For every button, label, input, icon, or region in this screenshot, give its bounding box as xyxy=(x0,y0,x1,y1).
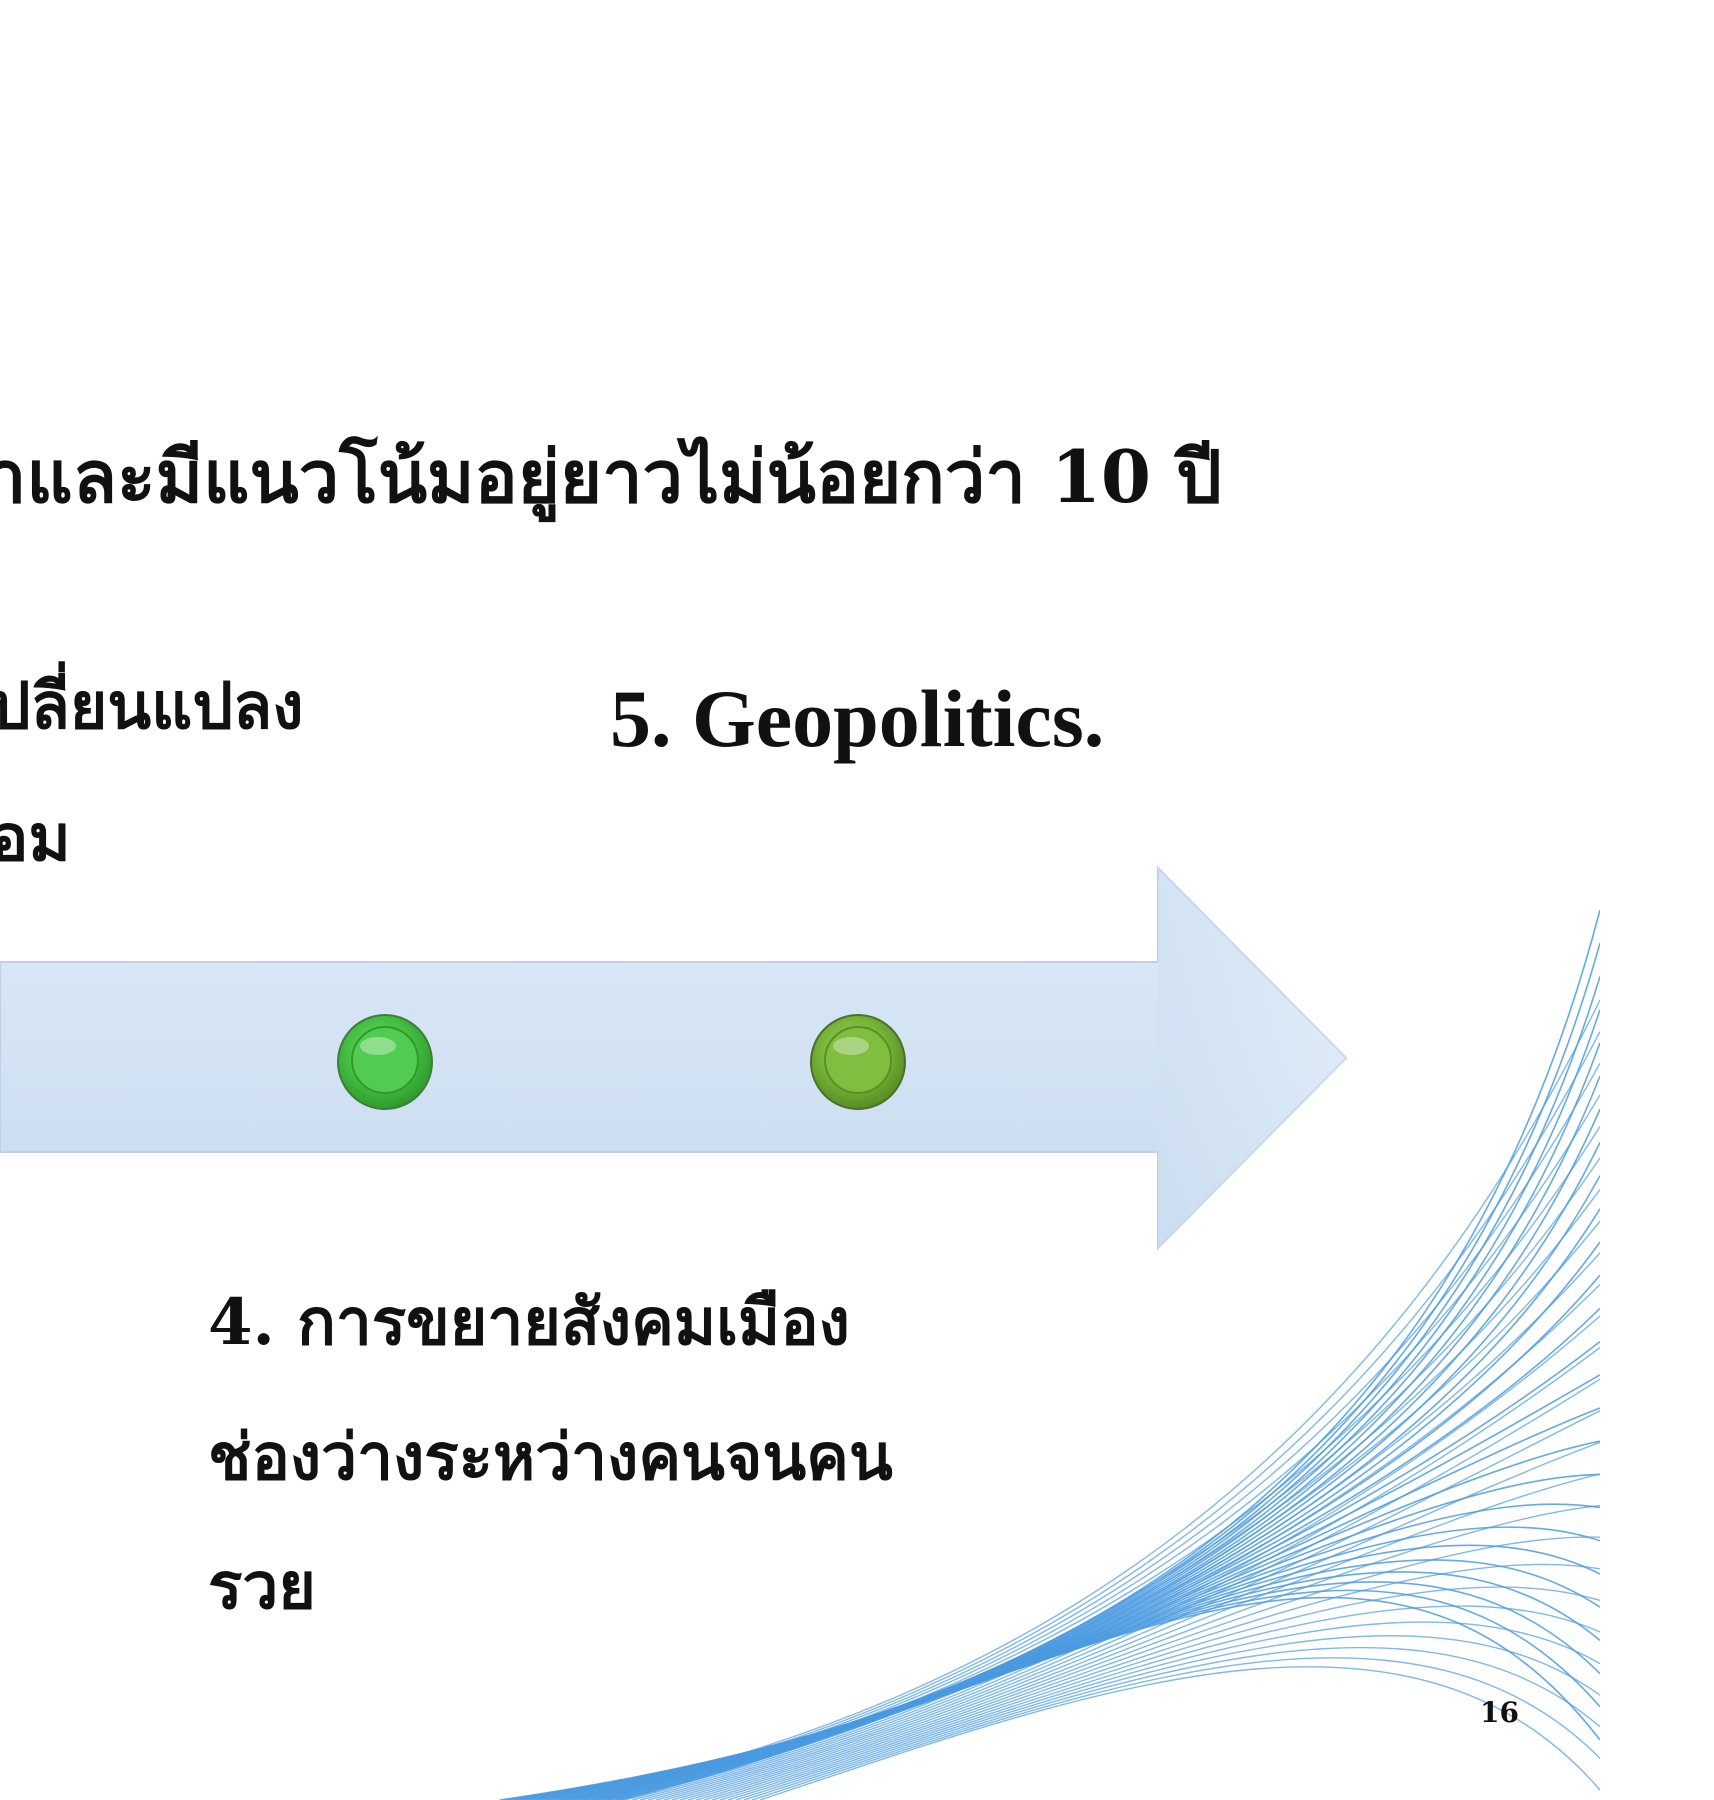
wave-line xyxy=(679,1473,1600,1800)
wave-line xyxy=(695,1536,1600,1800)
item-4-line-1: 4. การขยายสังคมเมือง xyxy=(208,1285,850,1360)
milestone-dot-1 xyxy=(337,1014,433,1110)
wave-line xyxy=(559,999,1600,1800)
wave-line xyxy=(687,1504,1600,1800)
wave-line xyxy=(759,1666,1600,1800)
item-3-line-2: ้อม xyxy=(0,801,71,876)
item-3-line-1: ปลี่ยนแปลง xyxy=(0,669,304,744)
arrow-shape xyxy=(0,865,1348,1251)
milestone-dot-2 xyxy=(810,1014,906,1110)
item-4-line-2: ช่องว่างระหว่างคนจนคน xyxy=(208,1420,893,1495)
slide-heading: าและมีแนวโน้มอยู่ยาวไม่น้อยกว่า 10 ปี xyxy=(0,434,1222,519)
wave-line xyxy=(743,1646,1600,1800)
wave-line-group xyxy=(499,909,1600,1800)
wave-line xyxy=(703,1563,1600,1800)
item-5-label: 5. Geopolitics. xyxy=(610,673,1105,764)
wave-line xyxy=(751,1657,1600,1800)
page-number: 16 xyxy=(1480,1696,1519,1729)
item-4-line-3: รวย xyxy=(208,1549,316,1624)
wave-line xyxy=(615,1220,1600,1800)
wave-line xyxy=(619,1596,1600,1800)
